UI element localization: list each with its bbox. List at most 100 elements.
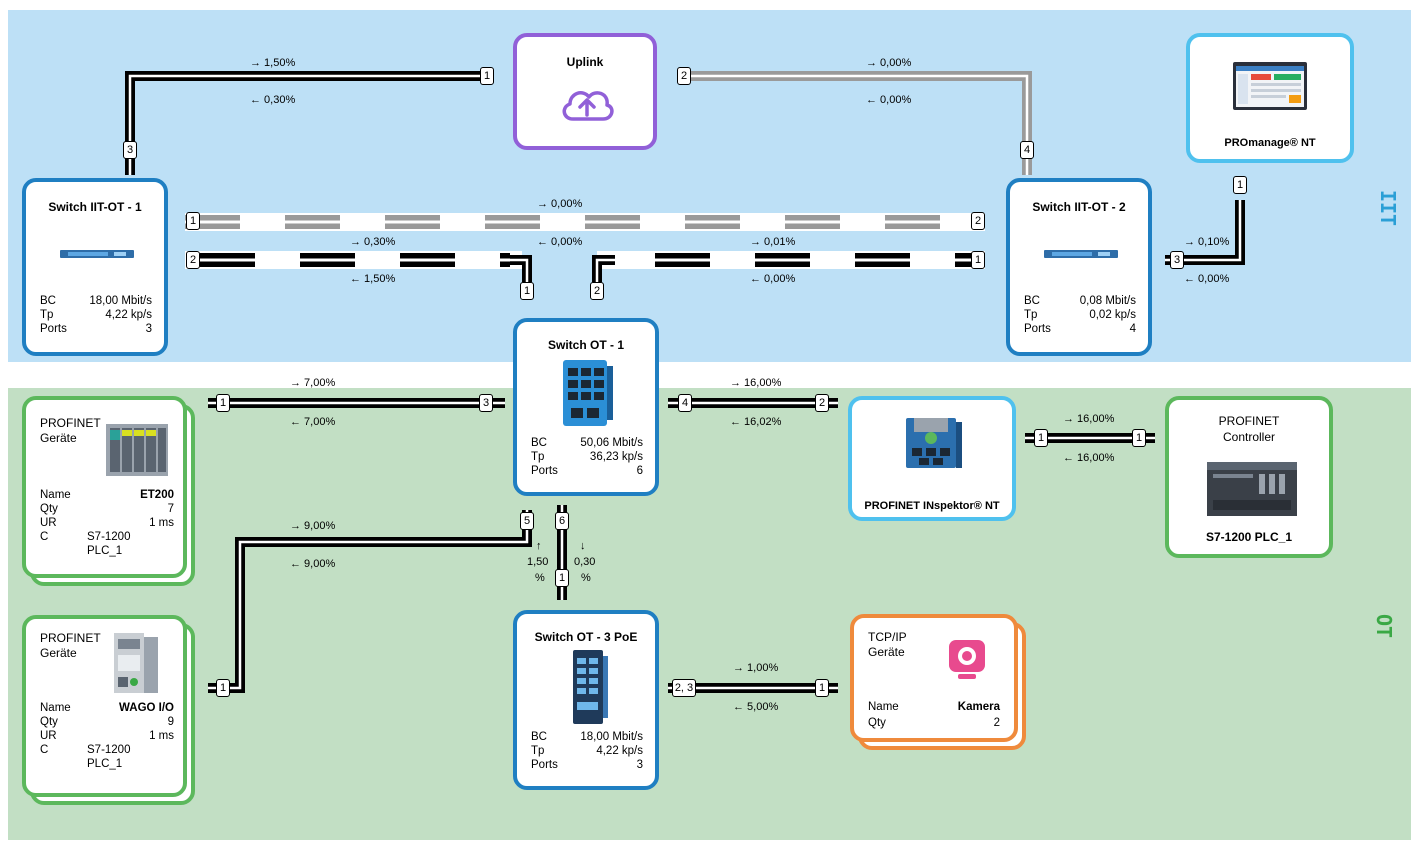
qty-value: 2: [993, 717, 1000, 729]
name-label: Name: [40, 702, 71, 714]
port-badge[interactable]: 3: [123, 141, 137, 159]
port-badge[interactable]: 3: [1170, 251, 1184, 269]
ur-value: 1 ms: [149, 730, 174, 742]
link-label-down-unit: %: [581, 572, 591, 584]
bc-value: 18,00 Mbit/s: [580, 731, 643, 743]
link-wago: [208, 510, 532, 693]
link-label-in: ← 0,00%: [537, 236, 583, 248]
port-badge[interactable]: 1: [216, 394, 230, 412]
port-badge[interactable]: 2: [815, 394, 829, 412]
port-badge[interactable]: 1: [1132, 429, 1146, 447]
ports-value: 6: [636, 465, 643, 477]
link-label-up-value: 1,50: [527, 556, 549, 568]
link-label-in: ← 0,00%: [750, 273, 796, 285]
port-badge[interactable]: 2, 3: [672, 679, 696, 697]
controller-title: S7-1200 PLC_1: [1205, 530, 1293, 544]
qty-value: 7: [167, 503, 174, 515]
link-label-in: ← 0,00%: [866, 94, 912, 106]
name-label: Name: [868, 701, 899, 713]
link-label-in: ← 5,00%: [733, 701, 779, 713]
poe-switch-icon: [573, 650, 608, 724]
device-type-sub: Controller: [1222, 430, 1276, 444]
link-label-in: ← 9,00%: [290, 558, 336, 570]
port-badge[interactable]: 1: [216, 679, 230, 697]
port-badge[interactable]: 6: [555, 512, 569, 530]
device-type: PROFINET: [1218, 414, 1280, 428]
ur-label: UR: [40, 730, 57, 742]
bc-label: BC: [40, 295, 56, 307]
link-label-in: ← 16,00%: [1063, 452, 1115, 464]
device-type-sub: Geräte: [40, 431, 77, 445]
monitor-icon: [1233, 62, 1307, 110]
bc-label: BC: [1024, 295, 1040, 307]
port-badge[interactable]: 4: [1020, 141, 1034, 159]
switch-title: Switch OT - 3 PoE: [534, 630, 638, 644]
port-badge[interactable]: 1: [555, 569, 569, 587]
qty-label: Qty: [40, 503, 58, 515]
qty-value: 9: [167, 716, 174, 728]
c-label: C: [40, 531, 49, 543]
port-badge[interactable]: 1: [971, 251, 985, 269]
port-badge[interactable]: 2: [590, 282, 604, 300]
c-value-2: PLC_1: [87, 545, 123, 557]
link-label-out: → 16,00%: [730, 377, 782, 389]
port-badge[interactable]: 1: [815, 679, 829, 697]
port-badge[interactable]: 1: [1233, 176, 1247, 194]
bc-value: 50,06 Mbit/s: [580, 437, 643, 449]
profinet-inspektor-card[interactable]: PROFINET INspektor® NT: [848, 396, 1016, 521]
link-uplink-right: [685, 71, 1032, 175]
inspektor-title: PROFINET INspektor® NT: [864, 500, 1000, 512]
port-badge[interactable]: 2: [677, 67, 691, 85]
tp-label: Tp: [40, 309, 54, 321]
port-badge[interactable]: 2: [971, 212, 985, 230]
c-value-1: S7-1200: [87, 744, 131, 756]
rack-switch-icon: [1044, 250, 1118, 258]
tp-label: Tp: [531, 451, 545, 463]
camera-icon: [949, 640, 985, 679]
promanage-card[interactable]: PROmanage® NT: [1186, 33, 1354, 163]
port-badge[interactable]: 1: [520, 282, 534, 300]
link-label-in: ← 7,00%: [290, 416, 336, 428]
c-value-1: S7-1200: [87, 531, 131, 543]
ur-value: 1 ms: [149, 517, 174, 529]
bc-row: BC 50,06 Mbit/s: [531, 436, 643, 450]
bc-label: BC: [531, 437, 547, 449]
device-type: TCP/IP: [868, 630, 907, 644]
link-label-out: → 0,01%: [750, 236, 796, 248]
qty-label: Qty: [40, 716, 58, 728]
port-badge[interactable]: 1: [480, 67, 494, 85]
port-badge[interactable]: 1: [186, 212, 200, 230]
qty-row: Qty 9: [40, 715, 174, 729]
uplink-card[interactable]: Uplink: [513, 33, 657, 150]
tp-value: 36,23 kp/s: [589, 451, 643, 463]
port-badge[interactable]: 5: [520, 512, 534, 530]
name-label: Name: [40, 489, 71, 501]
device-type: PROFINET: [40, 416, 101, 430]
c-label: C: [40, 744, 49, 756]
port-badge[interactable]: 4: [678, 394, 692, 412]
port-badge[interactable]: 3: [479, 394, 493, 412]
tp-value: 0,02 kp/s: [1089, 309, 1136, 321]
ports-value: 4: [1129, 323, 1136, 335]
port-badge[interactable]: 2: [186, 251, 200, 269]
port-badge[interactable]: 1: [1034, 429, 1048, 447]
link-label-out: → 7,00%: [290, 377, 336, 389]
profinet-controller-card[interactable]: PROFINET Controller S7-1200 PLC_1: [1165, 396, 1333, 558]
link-label-in: ← 16,02%: [730, 416, 782, 428]
switch-title: Switch IIT-OT - 2: [1032, 200, 1126, 214]
tp-value: 4,22 kp/s: [596, 745, 643, 757]
c-value-2: PLC_1: [87, 758, 123, 770]
